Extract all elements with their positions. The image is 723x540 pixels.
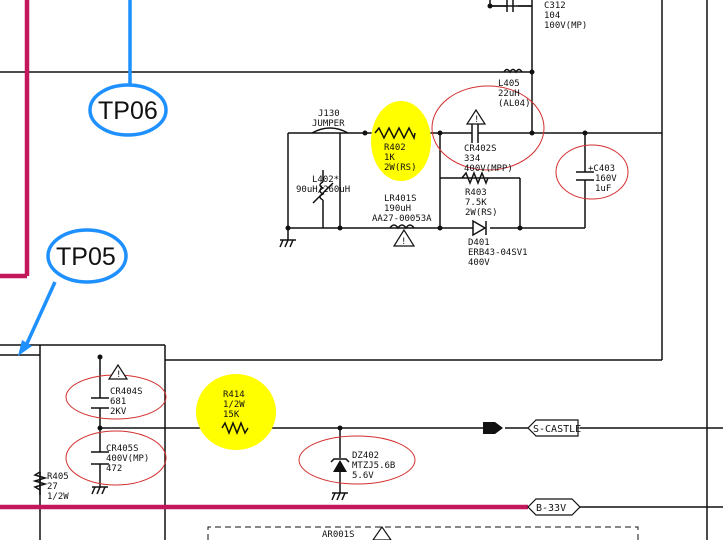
warning-triangle-icon: ! — [392, 228, 416, 247]
signal-arrow — [483, 422, 503, 434]
tp06-label: TP06 — [98, 97, 158, 125]
r403-value: 7.5K — [465, 198, 487, 208]
c312-symbol — [490, 0, 514, 12]
r403-ref: R403 — [465, 188, 487, 198]
warning-triangle-icon: ! — [107, 363, 129, 380]
l405-value: 22uH — [498, 89, 520, 99]
r402-resistor — [374, 126, 416, 141]
r414-value: 1/2W — [223, 400, 245, 410]
tp05-label: TP05 — [56, 243, 116, 271]
cr404-symbol — [91, 397, 109, 409]
b33v-label: B-33V — [536, 503, 566, 514]
lr401-part: AA27-00053A — [372, 214, 432, 224]
c312-value: 104 — [544, 11, 560, 21]
port-b33v: B-33V — [527, 498, 581, 516]
r414-resistor — [221, 420, 249, 436]
c402-ref: CR402S — [464, 144, 497, 154]
l402-inductor — [312, 181, 334, 204]
r405-value: 27 — [47, 482, 58, 492]
l405-ref: L405 — [498, 79, 520, 89]
j130-jumper — [311, 127, 349, 134]
lr401-inductor — [389, 224, 415, 230]
svg-text:!: ! — [474, 115, 479, 125]
r414-rating: 15K — [223, 410, 240, 420]
magenta-bus — [0, 0, 528, 510]
r405-ref: R405 — [47, 472, 69, 482]
ground-symbol — [91, 486, 108, 495]
dz402-value: MTZJ5.6B — [352, 461, 395, 471]
c402-value: 334 — [464, 154, 480, 164]
dz402-zener — [330, 458, 350, 472]
lr401-ref: LR401S — [384, 194, 417, 204]
warning-triangle-icon: ! — [465, 108, 487, 125]
c403-rating: 1uF — [595, 184, 611, 194]
d401-diode — [472, 219, 487, 237]
j130-value: JUMPER — [312, 119, 345, 129]
l405-note: (AL04) — [498, 99, 531, 109]
r414-ref: R414 — [223, 390, 245, 400]
c405-ref: CR405S — [106, 444, 139, 454]
r403-rating: 2W(RS) — [465, 208, 498, 218]
svg-text:!: ! — [116, 370, 121, 380]
dashed-module-box — [207, 526, 639, 540]
highlight-r402 — [371, 101, 431, 181]
tp05-callout: TP05 — [18, 228, 128, 356]
c404-ref: CR404S — [110, 387, 143, 397]
c403-ref: +C403 — [588, 164, 615, 174]
r402-rating: 2W(RS) — [384, 163, 417, 173]
tp06-callout: TP06 — [88, 0, 168, 137]
c403-value: 160V — [595, 174, 617, 184]
ground-symbol — [279, 239, 296, 248]
c312-rating: 100V(MP) — [544, 21, 587, 31]
c405-value: 400V(MP) — [106, 454, 149, 464]
l402-ref: L402* — [312, 175, 339, 185]
c403-symbol — [576, 165, 594, 188]
r402-value: 1K — [384, 153, 395, 163]
c404-value: 681 — [110, 397, 126, 407]
highlight-r414 — [196, 374, 276, 450]
l402-value: 90uH/260uH — [296, 185, 350, 195]
r405-resistor — [32, 471, 48, 491]
r402-ref: R402 — [384, 143, 406, 153]
port-s-castle: S-CASTLE — [527, 419, 581, 437]
lr401-value: 190uH — [384, 204, 411, 214]
cr405-symbol — [91, 451, 109, 465]
s-castle-label: S-CASTLE — [533, 424, 581, 435]
l405-coil — [503, 68, 523, 74]
r405-rating: 1/2W — [47, 492, 69, 502]
svg-text:!: ! — [401, 237, 406, 247]
d401-value: ERB43-04SV1 — [468, 248, 528, 258]
j130-ref: J130 — [318, 109, 340, 119]
c402-rating: 400V(MPP) — [464, 164, 513, 174]
c404-rating: 2KV — [110, 407, 127, 417]
ground-symbol — [331, 492, 348, 501]
warning-triangle-icon — [372, 525, 392, 540]
dz402-rating: 5.6V — [352, 471, 374, 481]
dz402-ref: DZ402 — [352, 451, 379, 461]
c312-ref: C312 — [544, 1, 566, 11]
junction-dots — [97, 3, 588, 431]
d401-ref: D401 — [468, 238, 490, 248]
c405-rating: 472 — [106, 464, 122, 474]
d401-rating: 400V — [468, 258, 490, 268]
ar001-ref: AR001S — [322, 530, 355, 540]
c402-symbol — [465, 123, 485, 143]
r403-resistor — [461, 170, 489, 186]
